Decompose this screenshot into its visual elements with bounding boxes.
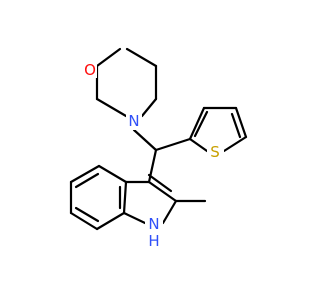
bond xyxy=(97,164,128,184)
bond xyxy=(74,206,100,223)
bond xyxy=(222,135,248,153)
bond xyxy=(161,199,178,225)
bond xyxy=(132,128,158,152)
molecule-structure: O N S N H xyxy=(69,47,248,251)
atom-labels: O N S N H xyxy=(83,61,224,251)
bond xyxy=(122,211,147,225)
bond xyxy=(74,172,100,189)
bond xyxy=(147,173,173,193)
bond xyxy=(69,164,101,184)
sulfur-atom-label: S xyxy=(210,143,220,161)
hydrogen-atom-label: H xyxy=(148,232,159,250)
bond xyxy=(95,47,122,68)
bonds xyxy=(69,47,248,231)
oxygen-atom-label: O xyxy=(84,61,96,79)
bond xyxy=(95,97,128,118)
bond xyxy=(95,211,126,231)
bond xyxy=(188,137,209,153)
bond xyxy=(122,180,128,215)
bond xyxy=(154,137,192,152)
bond xyxy=(140,97,158,118)
bond xyxy=(69,211,99,231)
morpholine-nitrogen-label: N xyxy=(128,112,139,130)
bond xyxy=(125,47,158,68)
bond xyxy=(147,180,178,203)
bond xyxy=(234,106,248,139)
bond xyxy=(230,112,242,139)
bond xyxy=(188,106,206,141)
bond xyxy=(193,110,209,138)
indole-nitrogen-label: N xyxy=(148,215,159,233)
